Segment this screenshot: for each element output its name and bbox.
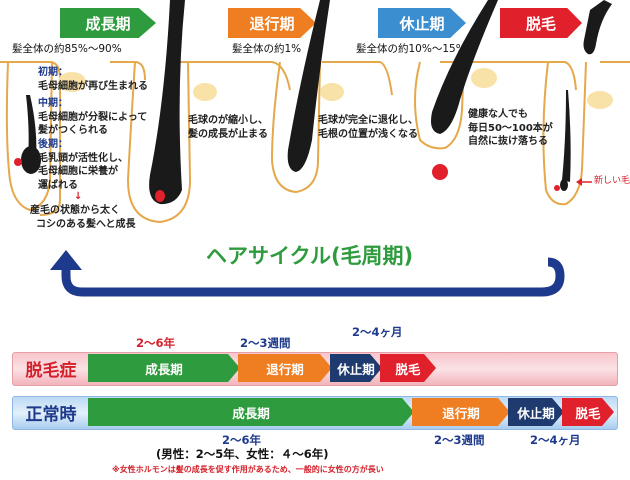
telogen-note: 毛球が完全に退化し、 毛根の位置が浅くなる (318, 114, 418, 141)
hair-follicle-illustration (0, 0, 630, 224)
shedding-note: 健康な人でも 毎日50〜100本が 自然に抜け落ちる (468, 108, 553, 149)
normal-seg-shed: 脱毛 (562, 398, 614, 426)
growth-result-note: 産毛の状態から太く コシのある髪へと成長 (30, 204, 136, 231)
telogen-percentage: 髪全体の約10%〜15% (356, 43, 466, 55)
growth-late-text-1: 毛乳頭が活性化し、 (38, 152, 128, 164)
growth-mid-note: 中期： 毛母細胞が分裂によって 髪がつくられる (38, 97, 147, 138)
normal-growth-duration-detail: (男性：2〜5年、女性：４〜6年) (156, 447, 329, 461)
alopecia-seg-growth: 成長期 (88, 354, 240, 382)
telogen-hair (431, 0, 498, 134)
cycle-title: ヘアサイクル(毛周期) (206, 244, 414, 268)
alopecia-seg-telogen: 休止期 (330, 354, 382, 382)
shedding-note-line1: 健康な人でも (468, 109, 528, 120)
growth-mid-text-1: 毛母細胞が分裂によって (38, 111, 148, 123)
stage-tag-catagen: 退行期 (228, 8, 316, 38)
catagen-percentage: 髪全体の約1% (232, 43, 302, 55)
new-hair-label: 新しい毛髪 (594, 176, 630, 186)
alopecia-bar-label: 脱毛症 (25, 360, 77, 381)
growth-early-text: 毛母細胞が再び生まれる (38, 80, 148, 92)
growth-mid-text-2: 髪がつくられる (38, 125, 108, 136)
growth-early-note: 初期： 毛母細胞が再び生まれる (38, 66, 148, 93)
growth-early-hair (26, 95, 37, 160)
normal-seg-catagen: 退行期 (412, 398, 510, 426)
growth-late-head: 後期： (38, 139, 68, 150)
normal-bar-label: 正常時 (25, 404, 77, 425)
catagen-note: 毛球のが縮小し、 髪の成長が止まる (188, 114, 268, 141)
normal-catagen-duration: 2〜3週間 (434, 433, 485, 447)
growth-percentage: 髪全体の約85%〜90% (12, 43, 122, 55)
growth-result-1: 産毛の状態から太く (30, 205, 120, 216)
stage-tag-shedding: 脱毛 (500, 8, 582, 38)
normal-growth-duration: 2〜6年 (222, 433, 262, 447)
catagen-note-line2: 髪の成長が止まる (188, 128, 268, 140)
alopecia-catagen-duration: 2〜3週間 (240, 336, 291, 350)
growth-late-text-3: 運ばれる (38, 179, 78, 191)
alopecia-seg-shed: 脱毛 (380, 354, 436, 382)
telogen-root-dot (432, 164, 448, 180)
normal-seg-telogen: 休止期 (508, 398, 564, 426)
new-hair (562, 90, 571, 182)
growth-mid-head: 中期： (38, 98, 68, 109)
telogen-note-line1: 毛球が完全に退化し、 (318, 115, 418, 126)
catagen-note-line1: 毛球のが縮小し、 (188, 115, 268, 126)
shedding-note-line2: 毎日50〜100本が (468, 122, 553, 134)
growth-late-text-2: 毛母細胞に栄養が (38, 166, 118, 177)
alopecia-telogen-duration: 2〜4ヶ月 (352, 325, 403, 339)
shedding-old-hair (583, 0, 612, 55)
footnote: ※女性ホルモンは髪の成長を促す作用があるため、一般的に女性の方が長い (112, 465, 384, 474)
shedding-note-line3: 自然に抜け落ちる (468, 136, 548, 147)
stage-tag-growth: 成長期 (60, 8, 156, 38)
alopecia-seg-catagen: 退行期 (238, 354, 332, 382)
catagen-hair (287, 0, 330, 172)
growth-result-2: コシのある髪へと成長 (36, 218, 136, 230)
normal-telogen-duration: 2〜4ヶ月 (530, 433, 581, 447)
growth-late-note: 後期： 毛乳頭が活性化し、 毛母細胞に栄養が 運ばれる (38, 138, 128, 192)
normal-seg-growth: 成長期 (88, 398, 414, 426)
growth-arrow: ↓ (74, 191, 83, 202)
telogen-note-line2: 毛根の位置が浅くなる (318, 128, 418, 140)
growth-full-hair (149, 0, 185, 205)
alopecia-growth-duration: 2〜6年 (136, 336, 176, 350)
growth-early-head: 初期： (38, 67, 68, 78)
stage-tag-telogen: 休止期 (378, 8, 466, 38)
cycle-arrow (50, 250, 565, 297)
